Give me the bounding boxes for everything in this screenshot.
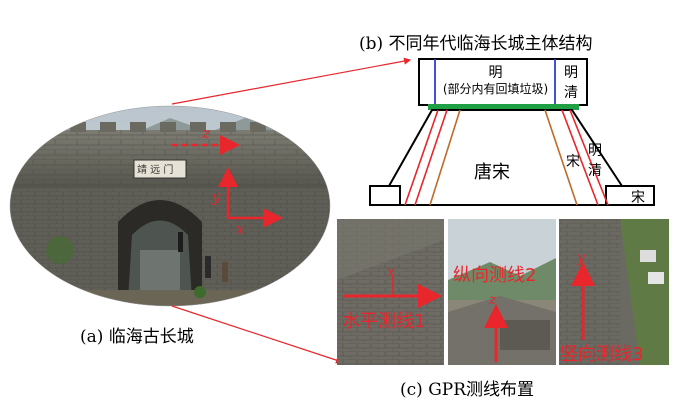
caption-a: (a) 临海古长城 [80,327,194,347]
photo-gate-ellipse [10,106,330,306]
axis-y-label-a: y [212,188,221,206]
label-vertical-survey: 竖向测线3 [560,344,644,365]
photo-vertical-survey [559,219,669,365]
label-tang-song: 唐宋 [474,162,510,183]
caption-c: (c) GPR测线布置 [400,380,535,400]
photo-horizontal-survey [337,219,444,365]
song-base-step [605,185,655,206]
green-layer [428,104,579,110]
label-song-base: 宋 [631,190,645,206]
axis-x-label-a: x [236,220,245,238]
label-ming-qing-side-2: 清 [588,163,602,179]
connector-arrow-c [171,305,344,364]
label-ming-top: 明 [488,65,503,81]
label-ming-sub: (部分内有回填垃圾) [442,82,549,96]
axis-y-label-c: y [577,250,585,266]
gate-plaque-text: 靖 远 门 [137,165,174,176]
axis-z-label-a: z [202,124,210,142]
label-ming-qing-top-2: 清 [564,85,578,101]
axis-x-label-c: x [387,264,395,280]
photo-longitudinal-survey [448,219,556,365]
label-ming-qing-top-1: 明 [564,65,578,81]
label-longitudinal-survey: 纵向测线2 [453,265,537,286]
connector-arrow-b [171,57,412,105]
caption-b: (b) 不同年代临海长城主体结构 [359,34,593,54]
structure-diagram [369,58,655,206]
label-horizontal-survey: 水平测线1 [342,311,426,332]
label-ming-qing-side-1: 明 [588,143,602,159]
axis-z-label-c: z [489,292,497,308]
label-song: 宋 [566,154,580,170]
